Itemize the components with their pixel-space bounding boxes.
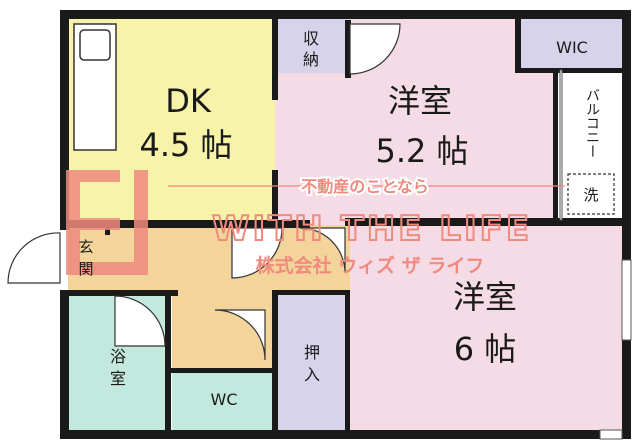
wc-label: WC [211, 390, 238, 409]
entrance-label-1: 玄 [78, 238, 93, 256]
storage-top-floor [275, 18, 350, 73]
washer-label: 洗 [583, 186, 598, 204]
wc-floor [172, 370, 277, 432]
windows [559, 69, 632, 440]
oshiire-label-2: 入 [304, 365, 320, 384]
watermark-tagline: 不動産のことなら [301, 177, 429, 196]
oshiire-label-1: 押 [304, 343, 320, 362]
watermark-company-jp: 株式会社 ウィズ ザ ライフ [256, 254, 485, 277]
western-a-name: 洋室 [388, 82, 452, 120]
dk-size: 4.5 帖 [139, 126, 232, 164]
wic-floor [518, 18, 623, 70]
western-b-size: 6 帖 [454, 330, 517, 368]
storage-top-label-1: 収 [303, 29, 319, 48]
sink-basin [79, 29, 111, 61]
watermark-company-en: WITH THE LIFE [212, 209, 532, 249]
wic-label: WIC [556, 38, 588, 57]
walls [60, 10, 631, 439]
western-a-size: 5.2 帖 [375, 132, 468, 170]
hall-floor [68, 225, 350, 295]
balcony-label: バルコニー [584, 88, 600, 158]
entrance-label-2: 関 [78, 260, 93, 278]
storage-top-label-2: 納 [303, 50, 319, 69]
bath-label-1: 浴 [110, 347, 126, 366]
dk-name: DK [165, 82, 212, 120]
door-swings [7, 23, 401, 361]
western-room-b-floor [350, 225, 623, 432]
watermark [66, 170, 565, 275]
washer-box [567, 173, 615, 215]
oshiire-floor [278, 292, 346, 432]
bath-label-2: 室 [110, 369, 126, 388]
western-b-name: 洋室 [453, 278, 517, 316]
